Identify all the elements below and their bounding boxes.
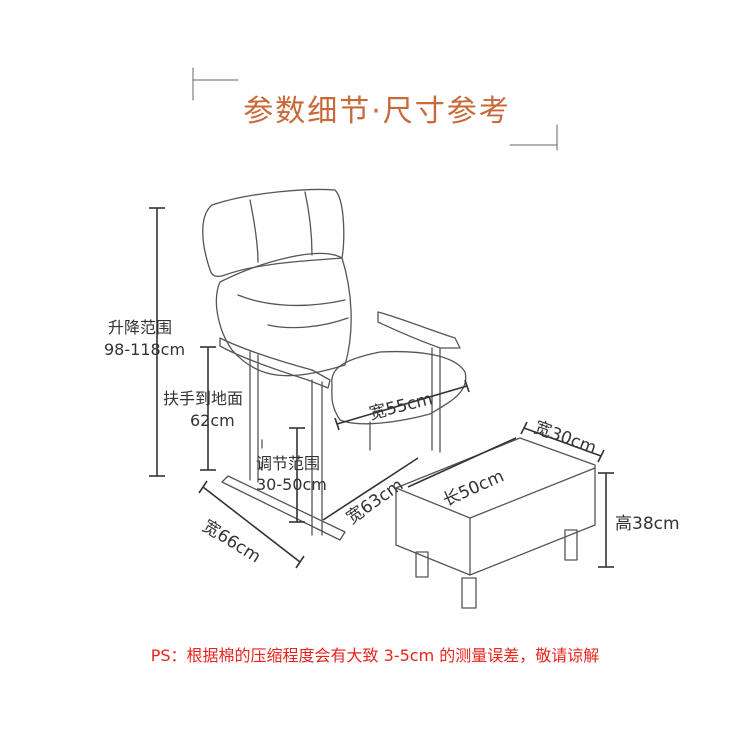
armrest-height-value: 62cm bbox=[190, 411, 235, 430]
lift-range-label: 升降范围 bbox=[108, 318, 173, 337]
adjust-range-label: 调节范围 bbox=[256, 454, 321, 473]
armrest-height-label: 扶手到地面 bbox=[163, 389, 244, 408]
adjust-range-value: 30-50cm bbox=[256, 475, 327, 494]
ottoman-legs bbox=[415, 529, 578, 609]
measurement-note: PS：根据棉的压缩程度会有大致 3-5cm 的测量误差，敬请谅解 bbox=[150, 646, 600, 665]
chair-seat bbox=[331, 350, 467, 425]
chair-headrest bbox=[202, 188, 345, 277]
dimension-lines bbox=[149, 207, 614, 569]
chair-frame bbox=[221, 347, 441, 541]
title-decoration bbox=[192, 67, 558, 151]
ottoman bbox=[395, 437, 596, 576]
lift-range-value: 98-118cm bbox=[104, 340, 186, 359]
right-armrest bbox=[377, 311, 461, 349]
page-title: 参数细节·尺寸参考 bbox=[243, 94, 511, 129]
ottoman-height-label: 高38cm bbox=[615, 514, 680, 534]
left-armrest bbox=[219, 337, 331, 389]
